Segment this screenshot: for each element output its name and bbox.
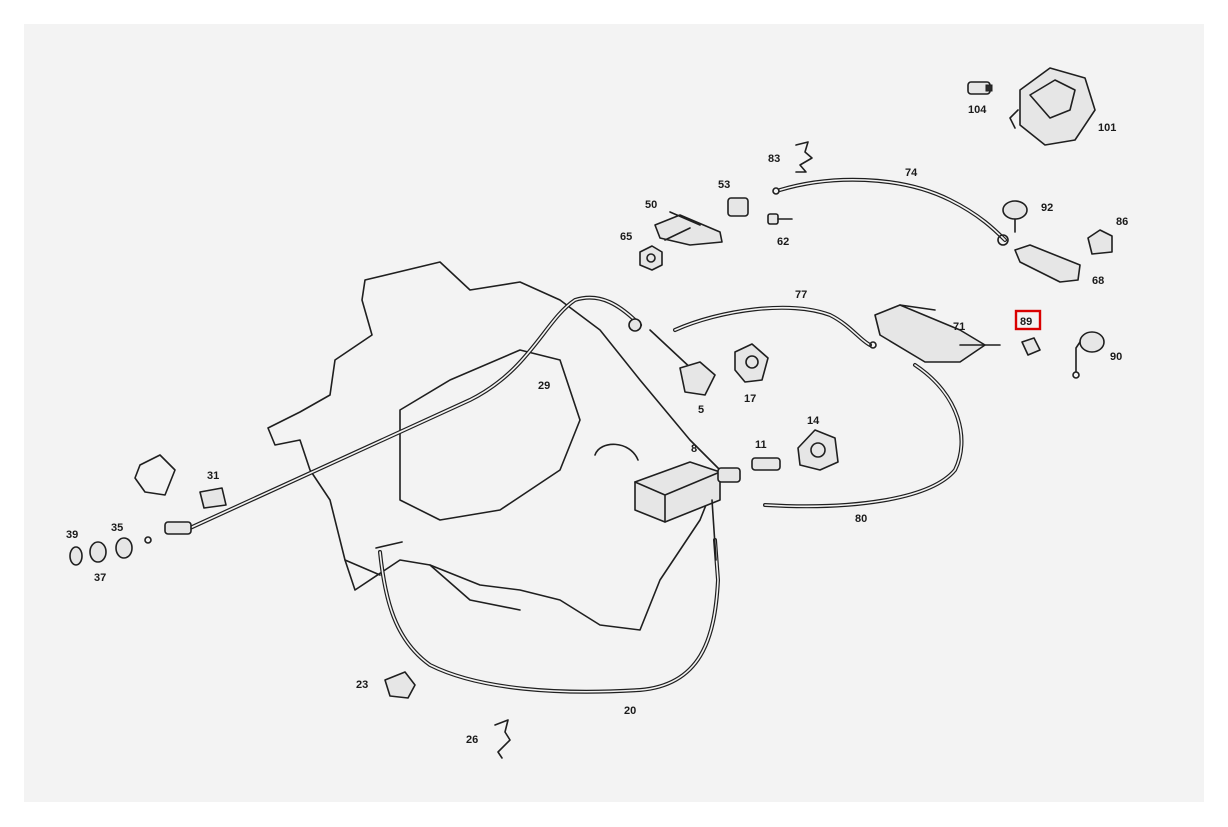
callout-20: 20 [624, 705, 636, 717]
part-104 [967, 81, 993, 95]
callout-68: 68 [1092, 275, 1104, 287]
part-5 [649, 329, 716, 396]
callout-90: 90 [1110, 351, 1122, 363]
part-86 [1087, 229, 1113, 255]
diagram-background [24, 24, 1204, 802]
callout-101: 101 [1098, 122, 1116, 134]
callout-86: 86 [1116, 216, 1128, 228]
callout-65: 65 [620, 231, 632, 243]
part-71 [869, 304, 1001, 363]
cable-20 [375, 538, 721, 694]
callout-14: 14 [807, 415, 820, 427]
callout-53: 53 [718, 179, 730, 191]
callout-74: 74 [905, 167, 918, 179]
cable-tip [772, 187, 780, 195]
callout-71: 71 [953, 321, 965, 333]
callout-62: 62 [777, 236, 789, 248]
callout-37: 37 [94, 572, 106, 584]
callout-50: 50 [645, 199, 657, 211]
callout-17: 17 [744, 393, 756, 405]
part-62 [767, 213, 793, 225]
callout-23: 23 [356, 679, 368, 691]
part-17 [734, 343, 769, 383]
cable-29 [144, 295, 642, 544]
callout-5: 5 [698, 404, 704, 416]
callout-39: 39 [66, 529, 78, 541]
callout-89: 89 [1020, 316, 1032, 328]
cable-80 [763, 363, 964, 509]
callout-77: 77 [795, 289, 807, 301]
part-37 [89, 541, 107, 563]
cable-tip [144, 536, 152, 544]
part-53 [727, 197, 749, 217]
callout-8: 8 [691, 443, 697, 455]
part-92 [1002, 200, 1028, 233]
callout-92: 92 [1041, 202, 1053, 214]
part-23 [384, 671, 416, 699]
cable-77 [673, 305, 872, 347]
cable-end-29 [164, 521, 192, 535]
callout-83: 83 [768, 153, 780, 165]
part-89 [1021, 337, 1041, 356]
part-65 [639, 245, 663, 271]
callout-80: 80 [855, 513, 867, 525]
part-68 [997, 234, 1081, 283]
cable-ferrule [628, 318, 642, 332]
callout-104: 104 [968, 104, 987, 116]
part-50 [654, 211, 723, 246]
part-31 [134, 454, 227, 509]
callout-26: 26 [466, 734, 478, 746]
transmission-housing [267, 261, 721, 631]
part-35 [115, 537, 133, 559]
part-14 [797, 429, 839, 471]
callout-35: 35 [111, 522, 123, 534]
callout-29: 29 [538, 380, 550, 392]
callout-31: 31 [207, 470, 219, 482]
cable-74 [772, 177, 1007, 242]
part-11 [751, 457, 781, 471]
part-83 [795, 141, 813, 173]
part-8-actuator [634, 461, 741, 561]
part-39 [69, 546, 83, 566]
part-26 [494, 719, 511, 759]
part-90 [1072, 331, 1105, 379]
part-101-control-unit [1009, 67, 1096, 146]
highlight-box-89 [1014, 309, 1042, 331]
callout-11: 11 [755, 439, 767, 451]
callout-labels: 104 101 83 74 53 92 86 50 65 62 68 77 71… [66, 104, 1128, 746]
